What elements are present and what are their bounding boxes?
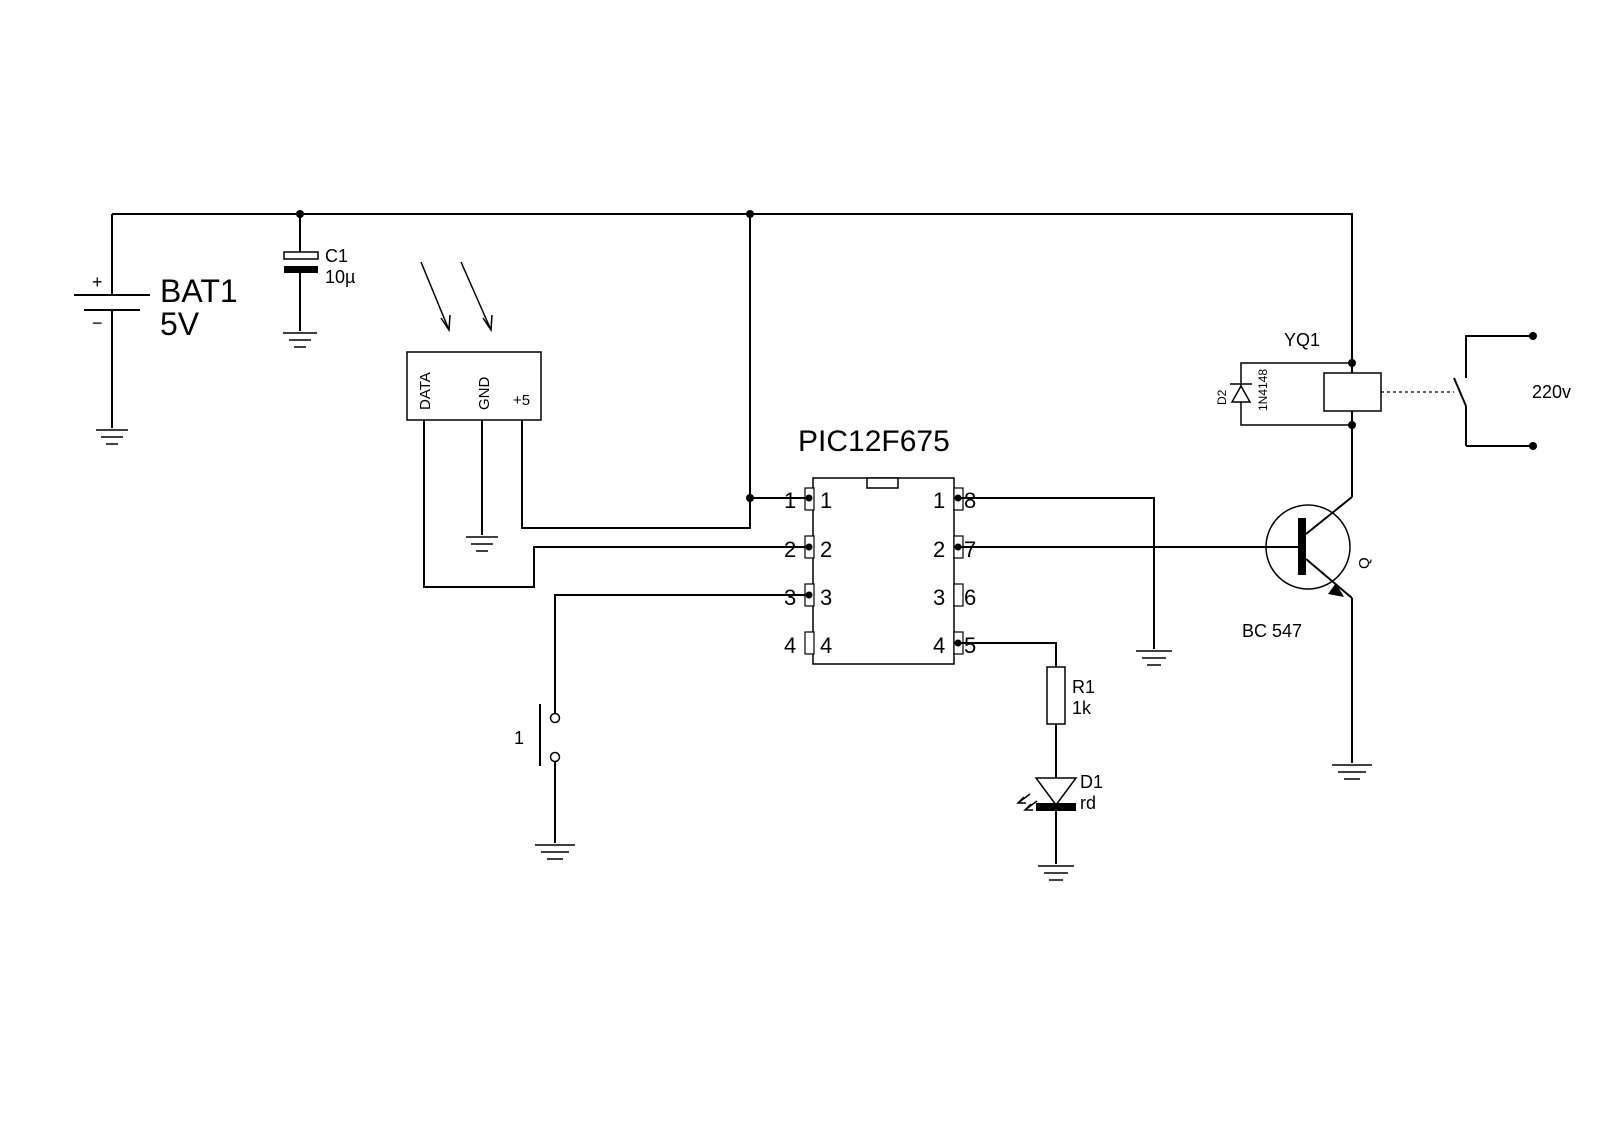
led-value-label: rd <box>1080 793 1096 813</box>
resistor-r1: R1 1k <box>958 642 1095 778</box>
led-d1: D1 rd <box>1016 772 1103 864</box>
transistor-ref-label: BC 547 <box>1242 621 1302 641</box>
capacitor-c1: C1 10µ <box>283 214 355 331</box>
mcu-pin-outer-label: 2 <box>784 537 796 562</box>
mcu-pin-outer-label: 8 <box>964 488 976 513</box>
ground-symbol <box>283 332 317 348</box>
mcu-name-label: PIC12F675 <box>798 425 950 458</box>
mcu-pin-inner-label: 1 <box>933 488 945 513</box>
ir-pin-data-label: DATA <box>417 372 434 410</box>
transistor-bc547: Q BC 547 <box>1242 496 1373 763</box>
mcu-pin-inner-label: 4 <box>820 633 832 658</box>
mcu-pic12f675: PIC12F675 1 1 2 2 3 3 4 <box>784 425 976 665</box>
relay-ref-label: YQ1 <box>1284 330 1320 350</box>
mcu-pin-inner-label: 1 <box>820 488 832 513</box>
battery-ref-label: BAT1 <box>160 273 238 309</box>
diode-value-label: 1N4148 <box>1256 369 1270 411</box>
mcu-pin-outer-label: 3 <box>784 585 796 610</box>
battery-bat1: + − BAT1 5V <box>74 214 238 428</box>
pin8-ground-wire <box>958 497 1155 649</box>
ir-wiring <box>423 420 805 588</box>
mcu-pin-outer-label: 7 <box>964 537 976 562</box>
relay-load-label: 220v <box>1532 382 1571 402</box>
mcu-pin-outer-label: 6 <box>964 585 976 610</box>
mcu-pin-inner-label: 3 <box>933 585 945 610</box>
ir-pin-vcc-label: +5 <box>513 392 530 409</box>
battery-value-label: 5V <box>160 306 200 342</box>
capacitor-ref-label: C1 <box>325 246 348 266</box>
mcu-pin-inner-label: 2 <box>933 537 945 562</box>
mcu-pin-inner-label: 3 <box>820 585 832 610</box>
relay-yq1: YQ1 <box>1284 330 1454 497</box>
diode-d2: D2 1N4148 <box>1215 362 1352 426</box>
mcu-pin-outer-label: 1 <box>784 488 796 513</box>
ground-symbol <box>535 844 575 860</box>
battery-plus-sign: + <box>92 272 103 292</box>
push-button-switch: 1 <box>514 594 805 843</box>
mcu-pin-outer-label: 4 <box>784 633 796 658</box>
relay-contact: 220v <box>1453 332 1571 450</box>
switch-label: 1 <box>514 728 524 748</box>
ground-symbol <box>1332 764 1372 780</box>
ground-symbol <box>1038 865 1074 881</box>
mcu-right-pin-pads <box>953 487 964 655</box>
battery-minus-sign: − <box>92 313 103 333</box>
ir-light-arrows <box>420 261 493 333</box>
transistor-pin-label: Q <box>1356 557 1373 569</box>
resistor-value-label: 1k <box>1072 698 1092 718</box>
mcu-pin-inner-label: 4 <box>933 633 945 658</box>
diode-ref-label: D2 <box>1215 389 1229 405</box>
ir-pin-gnd-label: GND <box>476 377 493 411</box>
led-ref-label: D1 <box>1080 772 1103 792</box>
ir-receiver-module: DATA GND +5 <box>406 351 542 421</box>
power-rail <box>112 210 1353 502</box>
capacitor-value-label: 10µ <box>325 267 355 287</box>
ground-symbol <box>96 429 128 445</box>
mcu-pin-inner-label: 2 <box>820 537 832 562</box>
ground-symbol <box>466 536 498 552</box>
resistor-ref-label: R1 <box>1072 677 1095 697</box>
mcu-pin-outer-label: 5 <box>964 633 976 658</box>
ground-symbol <box>1136 650 1172 666</box>
